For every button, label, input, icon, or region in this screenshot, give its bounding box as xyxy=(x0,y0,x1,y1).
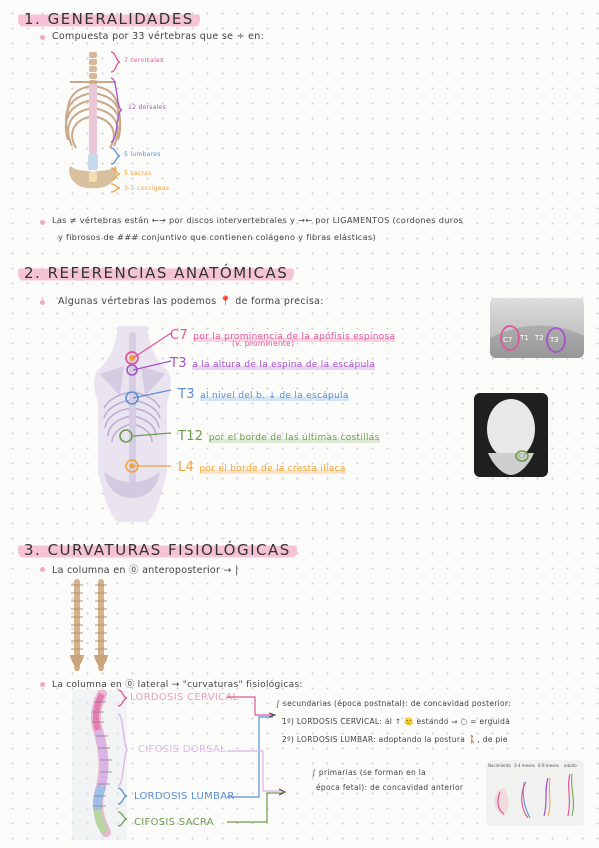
ref-t3b-text: al nivel del b. ↓ de la escápula xyxy=(200,391,349,401)
bullet xyxy=(40,682,45,687)
neck-photo: C7 T1 T2 T3 xyxy=(490,298,584,358)
curve-braces xyxy=(117,689,129,827)
ref-t12: T12 por el borde de las últimas costilla… xyxy=(178,425,380,444)
section-title-2-text: 2. REFERENCIAS ANATÓMICAS xyxy=(18,264,295,282)
dev-label-1: 3-4 meses xyxy=(514,763,535,768)
s3-line1: La columna en ⓪ anteroposterior → | xyxy=(52,565,239,576)
secondary-title: ∫ secundarias (época postnatal): de conc… xyxy=(276,699,511,708)
ref-t12-text: por el borde de las últimas costillas xyxy=(208,433,380,443)
ref-t3a-text: a la altura de la espina de la escápula xyxy=(192,360,376,370)
s1-line1: Las ≠ vértebras están ←→ por discos inte… xyxy=(52,215,464,225)
neck-photo-label-t2: T2 xyxy=(535,334,544,342)
head-photo-overlay xyxy=(487,399,535,475)
neck-photo-overlay xyxy=(490,325,584,358)
s1-label-sacral: 5 sacras xyxy=(124,170,152,177)
back-figure xyxy=(94,326,171,522)
dev-label-0: Nacimiento xyxy=(488,763,511,768)
primary-title2: época fetal): de concavidad anterior xyxy=(316,783,464,792)
s1-label-coccyx: 3-5 coccígeas xyxy=(124,185,170,192)
s2-intro: Algunas vértebras las podemos 📍 de forma… xyxy=(58,296,324,307)
head-photo-label: C7 xyxy=(518,453,527,460)
development-figure-art xyxy=(494,773,574,819)
reference-lines xyxy=(132,332,172,467)
ref-l4: L4 por el borde de la cresta ilíaca xyxy=(178,456,346,475)
curve-dorsal: CIFOSIS DORSAL xyxy=(138,744,227,755)
neck-photo-label-t1: T1 xyxy=(520,334,529,342)
s1-braces xyxy=(110,51,123,193)
ref-l4-code: L4 xyxy=(178,460,195,475)
s1-label-cervical: 7 cervicales xyxy=(124,57,164,64)
s1-label-lumbar: 5 lumbares xyxy=(124,151,161,158)
ref-c7-code: C7 xyxy=(170,328,188,343)
connector-lines xyxy=(227,696,287,823)
bullet xyxy=(40,300,45,305)
bullet xyxy=(40,220,45,225)
ref-c7-text: por la prominencia de la apófisis espino… xyxy=(193,332,396,342)
ref-t3b: T3 al nivel del b. ↓ de la escápula xyxy=(178,383,349,402)
bullet xyxy=(40,35,45,40)
s1-intro: Compuesta por 33 vértebras que se ÷ en: xyxy=(52,31,265,42)
dev-label-3: adulto xyxy=(564,763,577,768)
curve-cervical: LORDOSIS CERVICAL xyxy=(130,692,239,703)
dev-label-2: 6-9 meses xyxy=(538,763,559,768)
skeleton-figure xyxy=(64,52,122,189)
neck-photo-label-t3: T3 xyxy=(550,336,559,344)
secondary-item1: 1º) LORDOSIS CERVICAL: al ↑ 🙂 estando ⇒ … xyxy=(282,717,511,726)
section-title-3-text: 3. CURVATURAS FISIOLÓGICAS xyxy=(18,541,297,559)
ref-l4-text: por el borde de la cresta ilíaca xyxy=(199,464,346,474)
bullet xyxy=(40,567,45,572)
secondary-item2: 2º) LORDOSIS LUMBAR: adoptando la postur… xyxy=(282,735,508,744)
ap-spines xyxy=(70,579,108,671)
section-title-3: 3. CURVATURAS FISIOLÓGICAS xyxy=(18,541,297,559)
ref-t3a-code: T3 xyxy=(170,356,187,371)
ref-t3a: T3 a la altura de la espina de la escápu… xyxy=(170,352,376,371)
ref-c7: C7 por la prominencia de la apófisis esp… xyxy=(170,324,396,343)
lateral-spine xyxy=(72,690,127,840)
curve-lumbar: LORDOSIS LUMBAR xyxy=(134,791,235,802)
section-title-1: 1. GENERALIDADES xyxy=(18,10,200,28)
ref-t12-code: T12 xyxy=(178,429,204,444)
s1-line2: y fibrosos de ### conjuntivo que contien… xyxy=(58,232,376,242)
s3-line2: La columna en ⓪ lateral → "curvaturas" f… xyxy=(52,680,303,690)
curve-sacral: CIFOSIS SACRA xyxy=(134,817,214,828)
primary-title: ∫ primarias (se forman en la xyxy=(312,768,427,777)
section-title-1-text: 1. GENERALIDADES xyxy=(18,10,200,28)
ref-c7-sub: (v. prominente) xyxy=(232,339,295,348)
head-photo: C7 xyxy=(474,393,548,477)
development-figure: Nacimiento 3-4 meses 6-9 meses adulto xyxy=(486,760,584,826)
s1-label-dorsal: 12 dorsales xyxy=(128,104,167,111)
ref-t3b-code: T3 xyxy=(178,387,195,402)
section-title-2: 2. REFERENCIAS ANATÓMICAS xyxy=(18,264,295,282)
neck-photo-label-c7: C7 xyxy=(503,336,513,344)
